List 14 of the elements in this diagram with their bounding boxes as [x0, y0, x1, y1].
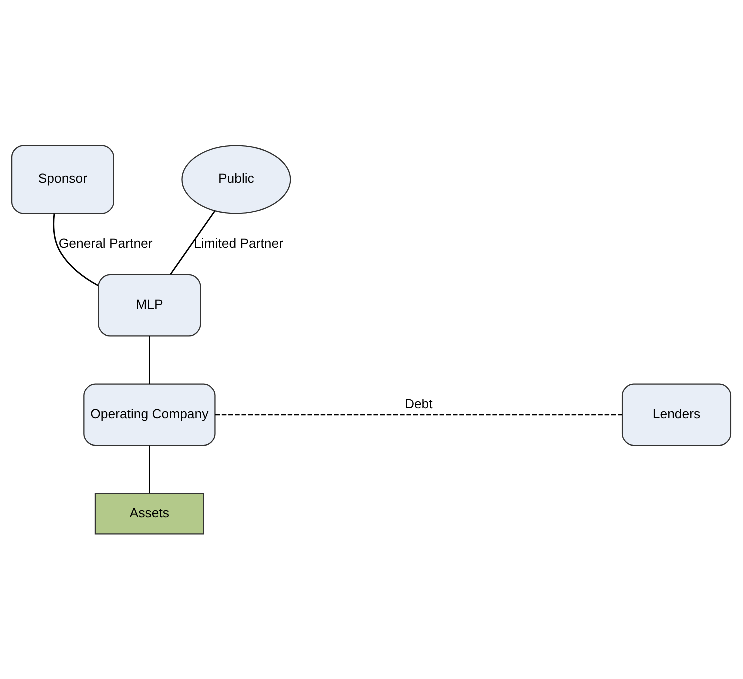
edge-label: General Partner [58, 235, 153, 250]
node-box: Lenders [622, 383, 732, 446]
edge-label: Limited Partner [194, 235, 284, 250]
connector [148, 445, 150, 493]
node-box: Sponsor [11, 144, 114, 214]
node-box: Operating Company [84, 383, 216, 446]
connector [215, 414, 622, 416]
node-box: Assets [94, 492, 204, 534]
connector [170, 210, 216, 275]
node-ellipse: Public [182, 144, 292, 214]
node-box: MLP [98, 274, 202, 336]
connector [148, 336, 150, 384]
connector [53, 213, 99, 286]
edge-label: Debt [404, 396, 433, 412]
